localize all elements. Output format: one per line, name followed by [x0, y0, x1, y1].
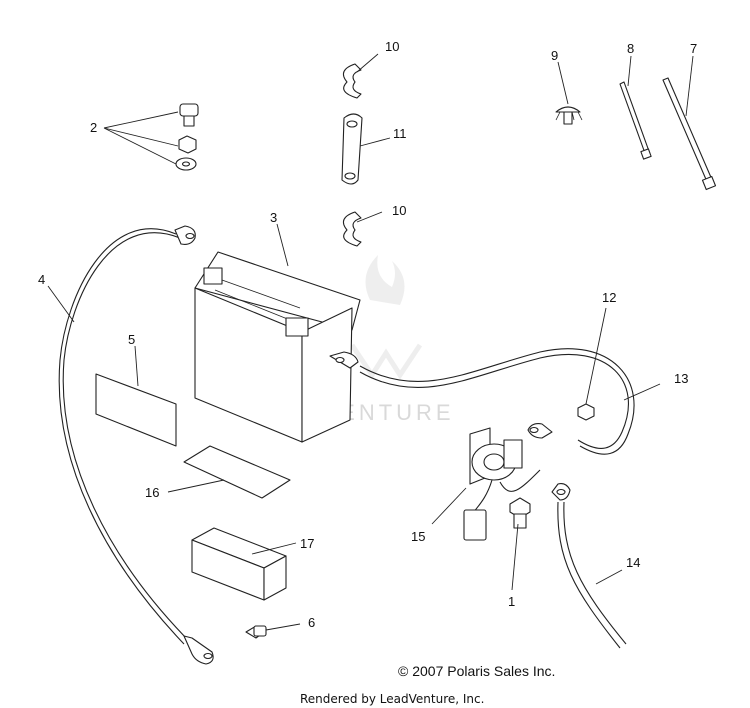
leader-4: [47, 285, 75, 323]
leader-3: [276, 223, 289, 267]
callout-9: 9: [551, 48, 558, 63]
part-12-nut: [577, 403, 595, 421]
leader-11: [359, 137, 391, 147]
part-17-foam-block: [191, 527, 287, 601]
leader-10a: [356, 53, 379, 73]
part-3-battery: [194, 251, 361, 443]
callout-6: 6: [308, 615, 315, 630]
callout-5: 5: [128, 332, 135, 347]
callout-10-upper: 10: [385, 39, 399, 54]
leader-5: [134, 345, 139, 387]
leader-17: [251, 542, 297, 555]
leader-14: [595, 569, 623, 585]
callout-17: 17: [300, 536, 314, 551]
callout-2: 2: [90, 120, 97, 135]
leader-15: [431, 487, 467, 525]
leader-13: [623, 383, 661, 401]
callout-1: 1: [508, 594, 515, 609]
footer-text: Rendered by LeadVenture, Inc.: [300, 692, 484, 706]
part-10-clip-upper: [342, 63, 362, 99]
copyright-text: © 2007 Polaris Sales Inc.: [398, 663, 555, 679]
leader-9: [557, 61, 569, 105]
watermark-logo: [349, 255, 423, 380]
leader-7: [685, 55, 694, 117]
callout-8: 8: [627, 41, 634, 56]
callout-13: 13: [674, 371, 688, 386]
part-11-holddown-strap: [341, 113, 363, 185]
part-8-cable-tie: [619, 81, 652, 160]
leader-16: [167, 479, 225, 493]
part-13-positive-cable: [329, 348, 635, 455]
part-6-screw: [245, 625, 267, 639]
part-15-solenoid: [463, 427, 541, 541]
callout-12: 12: [602, 290, 616, 305]
part-16-pad: [183, 445, 291, 499]
callout-3: 3: [270, 210, 277, 225]
part-9-push-rivet: [555, 106, 583, 125]
part-1-screw: [509, 497, 531, 529]
callout-15: 15: [411, 529, 425, 544]
part-2-hardware: [175, 103, 199, 171]
leader-10b: [356, 211, 383, 223]
leader-6: [265, 623, 301, 631]
part-14-cable: [551, 483, 627, 649]
part-5-warning-label: [95, 373, 177, 447]
leader-1: [511, 523, 519, 591]
part-4-negative-cable: [58, 225, 214, 665]
callout-11: 11: [393, 126, 407, 141]
callout-10-lower: 10: [392, 203, 406, 218]
part-7-cable-tie-long: [662, 77, 717, 191]
part-10-clip-lower: [342, 211, 362, 247]
leader-2: [103, 111, 179, 165]
callout-14: 14: [626, 555, 640, 570]
callout-16: 16: [145, 485, 159, 500]
callout-7: 7: [690, 41, 697, 56]
leader-12: [585, 307, 607, 405]
leader-8: [627, 55, 632, 87]
callout-4: 4: [38, 272, 45, 287]
